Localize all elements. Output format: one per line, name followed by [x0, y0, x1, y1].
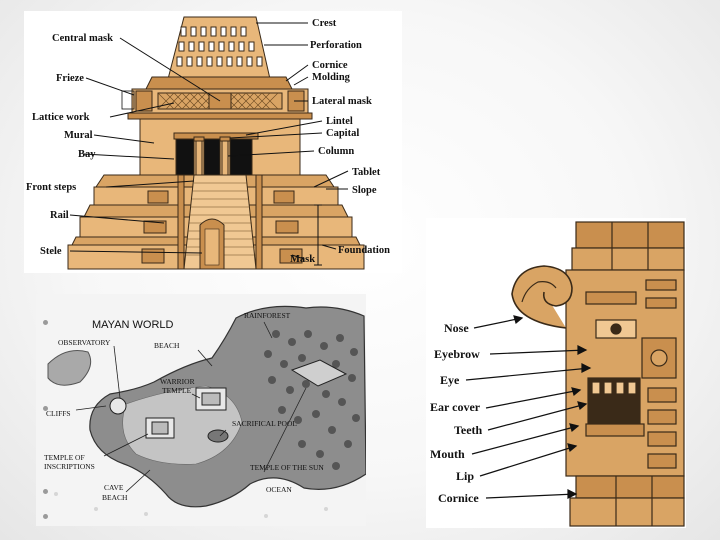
label-front-steps: Front steps	[26, 182, 76, 193]
label-central-mask: Central mask	[52, 33, 113, 44]
mask-detail-diagram: Nose Eyebrow Eye Ear cover Teeth Mouth L…	[426, 218, 686, 528]
nose-scroll	[511, 265, 573, 329]
label-rail: Rail	[50, 210, 69, 221]
label-crest: Crest	[312, 18, 337, 29]
label-perforation: Perforation	[310, 40, 362, 51]
map-label-rainforest: RAINFOREST	[244, 311, 291, 320]
lip	[585, 423, 645, 437]
cornice	[145, 76, 293, 90]
map-label-temple-of-the-sun: TEMPLE OF THE SUN	[250, 463, 324, 472]
label-mural: Mural	[64, 130, 93, 141]
teeth	[591, 381, 637, 395]
label-cornice: Cornice	[312, 60, 348, 71]
bullet-dot	[43, 320, 48, 325]
label-molding: Molding	[312, 72, 351, 83]
temple-diagram: Crest Central mask Perforation Cornice M…	[24, 11, 402, 273]
sacrificial-pool	[207, 429, 229, 443]
bullet-dot	[43, 406, 48, 411]
lintel	[173, 132, 259, 140]
rail-right	[255, 174, 263, 270]
capital	[193, 136, 205, 142]
map-label-warrior: WARRIOR	[160, 377, 195, 386]
label-lip: Lip	[456, 469, 474, 483]
perforations	[176, 26, 263, 67]
cornice-block	[575, 475, 685, 499]
eyebrow	[585, 291, 637, 305]
mayan-world-map: MAYAN WORLD RAINFOREST OBSERVATORY BEACH…	[36, 294, 366, 526]
label-lateral-mask: Lateral mask	[312, 96, 372, 107]
label-teeth: Teeth	[454, 423, 483, 437]
map-illustration: MAYAN WORLD RAINFOREST OBSERVATORY BEACH…	[36, 294, 366, 526]
label-mask: Mask	[290, 254, 315, 265]
lateral-mask-left	[135, 90, 153, 112]
label-capital: Capital	[326, 128, 359, 139]
mask-block	[279, 248, 303, 264]
bullet-dot	[43, 489, 48, 494]
doorway-left	[175, 138, 195, 176]
map-label-ocean: OCEAN	[266, 485, 292, 494]
label-frieze: Frieze	[56, 73, 84, 84]
observatory	[109, 397, 127, 415]
map-label-cave-beach: BEACH	[102, 493, 128, 502]
map-label-temple: TEMPLE	[162, 386, 192, 395]
small-island	[47, 350, 92, 386]
map-label-cave: CAVE	[104, 483, 124, 492]
label-eyebrow: Eyebrow	[434, 347, 480, 361]
map-label-sacrificial-pool: SACRIFICAL POOL	[232, 419, 297, 428]
temple-illustration: Crest Central mask Perforation Cornice M…	[26, 16, 390, 270]
rainforest-texture	[264, 330, 360, 470]
rail-left	[177, 174, 185, 270]
label-eye: Eye	[440, 373, 460, 387]
map-label-beach: BEACH	[154, 341, 180, 350]
leader-lines	[69, 22, 349, 260]
label-column: Column	[318, 146, 354, 157]
label-mouth: Mouth	[430, 447, 465, 461]
label-foundation: Foundation	[338, 245, 390, 256]
map-label-temple-of: TEMPLE OF	[44, 453, 85, 462]
label-lattice-work: Lattice work	[32, 112, 90, 123]
doorway-right	[229, 138, 253, 176]
top-block	[575, 221, 685, 249]
label-slope: Slope	[352, 185, 377, 196]
label-ear-cover: Ear cover	[430, 400, 481, 414]
bullet-dot	[43, 514, 48, 519]
map-label-inscriptions: INSCRIPTIONS	[44, 462, 95, 471]
map-label-cliffs: CLIFFS	[46, 409, 71, 418]
label-lintel: Lintel	[326, 116, 353, 127]
doorway-center	[203, 138, 221, 176]
label-stele: Stele	[40, 246, 62, 257]
label-cornice-mask: Cornice	[438, 491, 479, 505]
label-bay: Bay	[78, 149, 96, 160]
map-title: MAYAN WORLD	[92, 319, 174, 331]
map-label-observatory: OBSERVATORY	[58, 338, 111, 347]
molding	[127, 112, 313, 120]
column	[195, 140, 203, 176]
label-tablet: Tablet	[352, 167, 381, 178]
label-nose: Nose	[444, 321, 469, 335]
mask-illustration: Nose Eyebrow Eye Ear cover Teeth Mouth L…	[430, 221, 685, 527]
temple-of-the-sun	[290, 359, 348, 387]
